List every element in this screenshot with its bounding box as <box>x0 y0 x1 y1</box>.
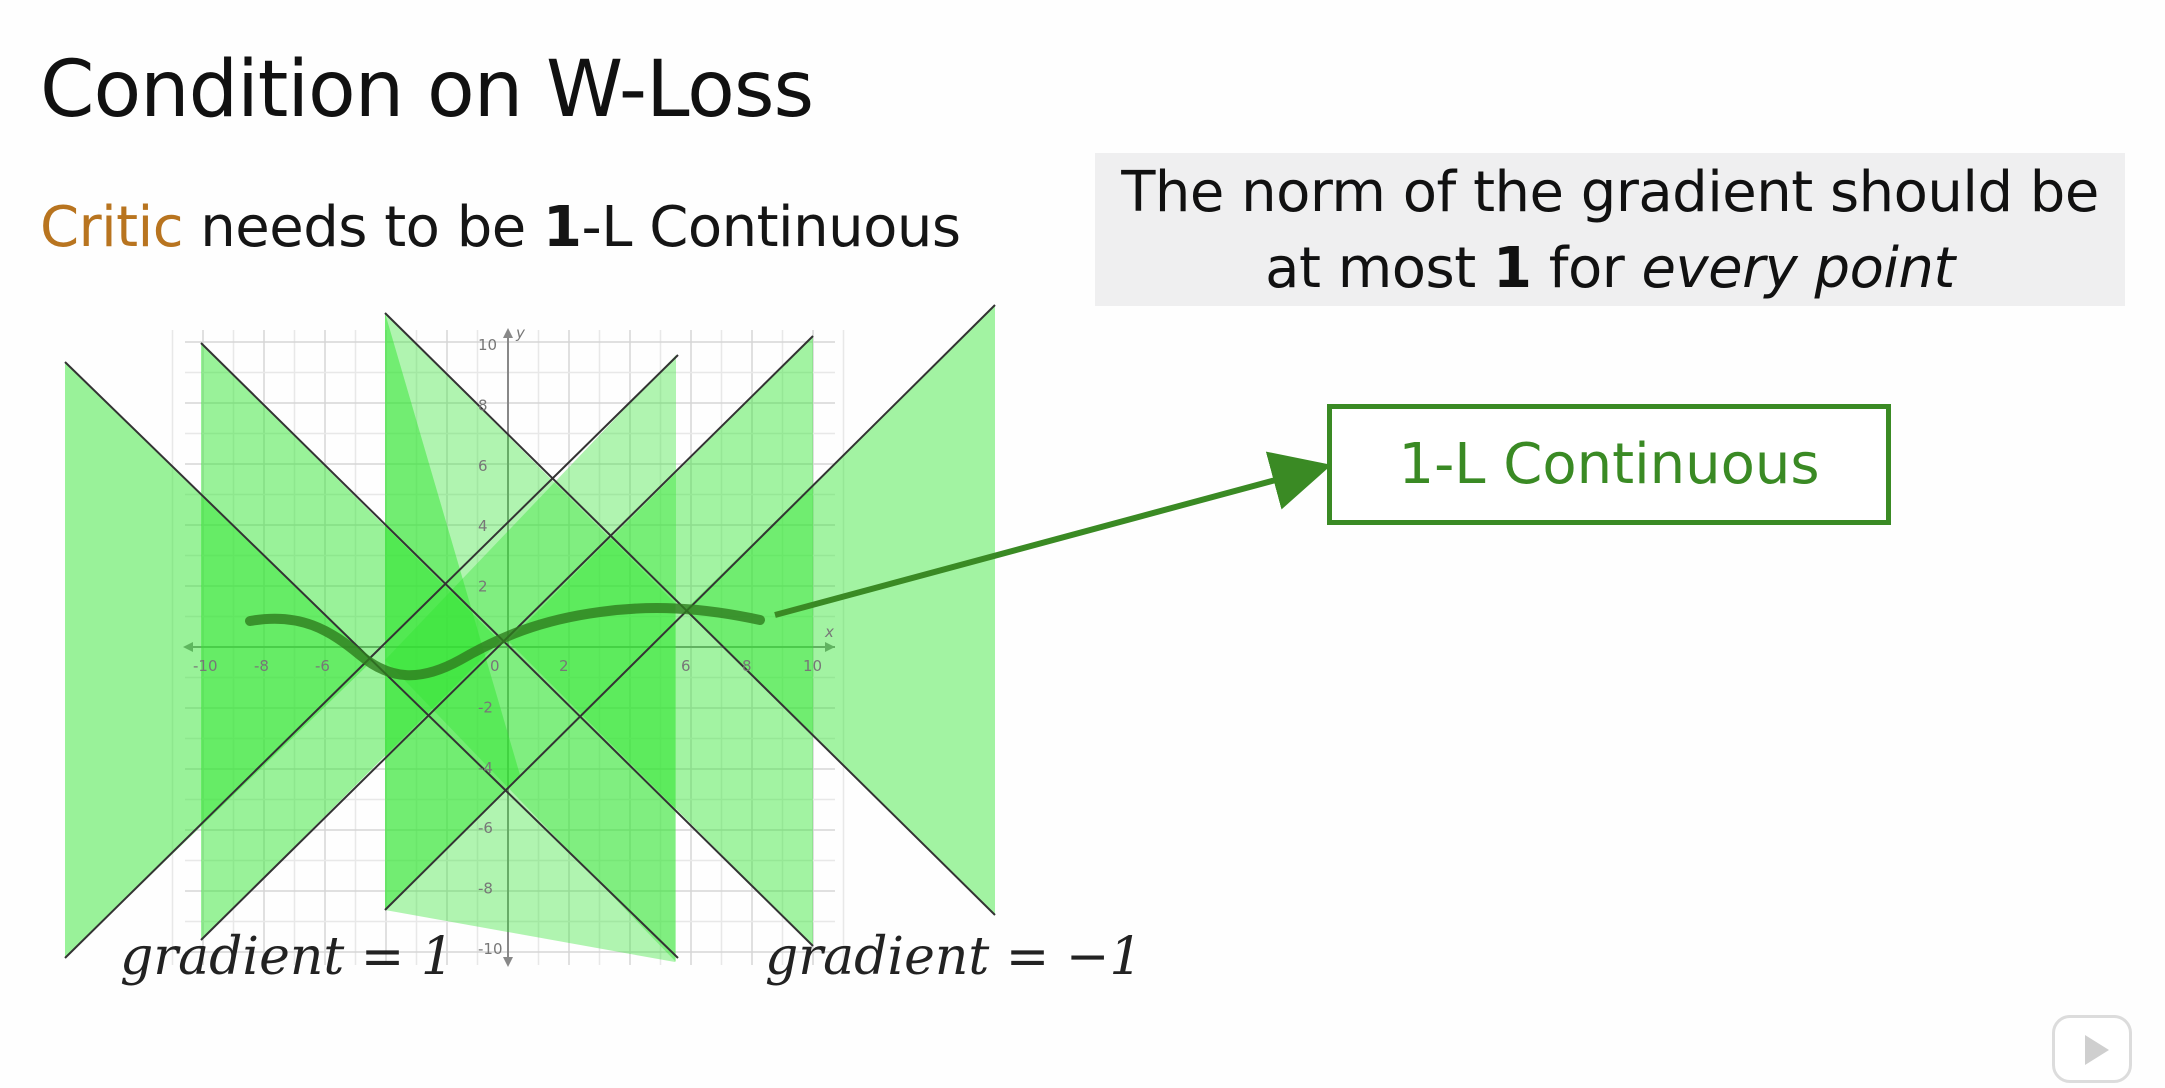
critic-function-curve <box>245 603 765 681</box>
slope-line-up-1 <box>64 354 679 959</box>
x-tick-label: -6 <box>315 657 330 675</box>
y-tick-label: 10 <box>478 336 497 354</box>
cone-7 <box>685 305 995 915</box>
callout-italic: every point <box>1641 236 1956 301</box>
y-tick-label: -4 <box>478 759 493 777</box>
y-axis-arrow-down-icon <box>503 957 513 967</box>
x-axis-arrow-icon <box>825 642 835 652</box>
gradient-right-label: gradient = −1 <box>765 927 1143 987</box>
gradient-left-label: gradient = 1 <box>120 927 454 987</box>
y-tick-label: -6 <box>478 819 493 837</box>
y-tick-label: 6 <box>478 457 488 475</box>
callout-bold: 1 <box>1492 236 1532 301</box>
subtitle: Critic needs to be 1-L Continuous <box>40 195 961 260</box>
x-tick-label: 2 <box>559 657 569 675</box>
x-tick-label: 8 <box>742 657 752 675</box>
cone-6 <box>508 336 813 946</box>
one-l-continuous-box: 1-L Continuous <box>1327 404 1891 525</box>
y-tick-label: 4 <box>478 517 488 535</box>
subtitle-bold: 1 <box>543 195 582 260</box>
y-axis-arrow-icon <box>503 328 513 338</box>
y-tick-label: -8 <box>478 880 493 898</box>
callout-line2-b: for <box>1531 236 1642 301</box>
callout-line2-a: at most <box>1265 236 1493 301</box>
pointer-arrow <box>774 451 1332 618</box>
axis-ticks: -10 -8 -6 2 6 8 10 10 8 6 4 2 -2 -4 -6 -8 -10 0 x y <box>193 324 834 958</box>
y-tick-label: 2 <box>478 578 488 596</box>
cone-5 <box>385 355 676 962</box>
x-tick-label: -10 <box>193 657 218 675</box>
subtitle-mid: needs to be <box>183 195 544 260</box>
y-axis-label: y <box>515 324 526 342</box>
slide-title: Condition on W-Loss <box>40 45 814 135</box>
y-tick-label: -2 <box>478 698 493 716</box>
cone-3 <box>385 313 520 910</box>
y-tick-label: 8 <box>478 396 488 414</box>
cone-4 <box>385 313 675 962</box>
subtitle-critic: Critic <box>40 195 184 260</box>
callout-line1: The norm of the gradient should be <box>1121 160 2099 225</box>
x-tick-label: 6 <box>681 657 691 675</box>
slope-line-down-2 <box>200 342 814 947</box>
y-tick-label: -10 <box>478 940 503 958</box>
callout-line2: at most 1 for every point <box>1095 231 2125 307</box>
x-tick-label: -8 <box>254 657 269 675</box>
x-axis-label: x <box>824 623 834 641</box>
origin-label: 0 <box>490 657 500 675</box>
gradient-norm-callout: The norm of the gradient should be at mo… <box>1095 153 2125 306</box>
x-tick-label: 10 <box>803 657 822 675</box>
play-icon[interactable] <box>2052 1015 2132 1083</box>
subtitle-end: -L Continuous <box>581 195 962 260</box>
